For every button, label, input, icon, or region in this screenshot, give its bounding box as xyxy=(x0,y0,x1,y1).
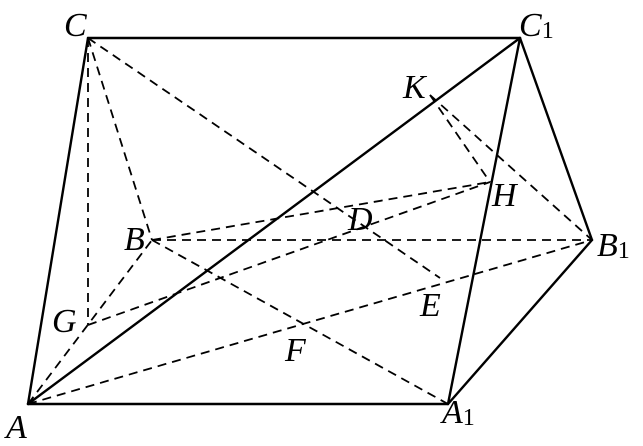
edge-B-A1-dashed xyxy=(151,239,449,405)
edge-A-C1-solid xyxy=(26,36,522,406)
label-A1: A1 xyxy=(440,394,475,431)
label-B: B xyxy=(124,221,145,258)
edge-C-E-dashed xyxy=(87,37,441,279)
edge-C1-A1-solid xyxy=(446,36,522,406)
edge-A1-B1-solid xyxy=(446,238,594,406)
label-F: F xyxy=(284,332,307,369)
label-E: E xyxy=(419,287,441,324)
label-C1: C1 xyxy=(519,7,554,44)
edge-A-B-dashed xyxy=(27,239,153,405)
edge-G-H-dashed xyxy=(87,181,491,326)
label-C: C xyxy=(64,7,87,44)
label-K: K xyxy=(402,69,428,106)
edge-A-B1-dashed xyxy=(27,239,593,405)
edge-C1-B1-solid xyxy=(518,36,594,242)
label-H: H xyxy=(491,177,519,214)
label-A: A xyxy=(4,409,27,446)
edge-K-H-dashed xyxy=(429,94,491,183)
edge-A-C-solid xyxy=(26,36,90,406)
edges-group xyxy=(26,36,594,406)
label-D: D xyxy=(347,201,373,238)
label-B1: B1 xyxy=(597,227,630,264)
edge-C-B-dashed xyxy=(87,37,153,241)
edge-B-H-dashed xyxy=(151,181,491,241)
labels-group: C C1 K H B D B1 E G F A A1 xyxy=(4,7,630,446)
label-G: G xyxy=(52,303,77,340)
edge-K-B1-dashed xyxy=(429,94,593,241)
